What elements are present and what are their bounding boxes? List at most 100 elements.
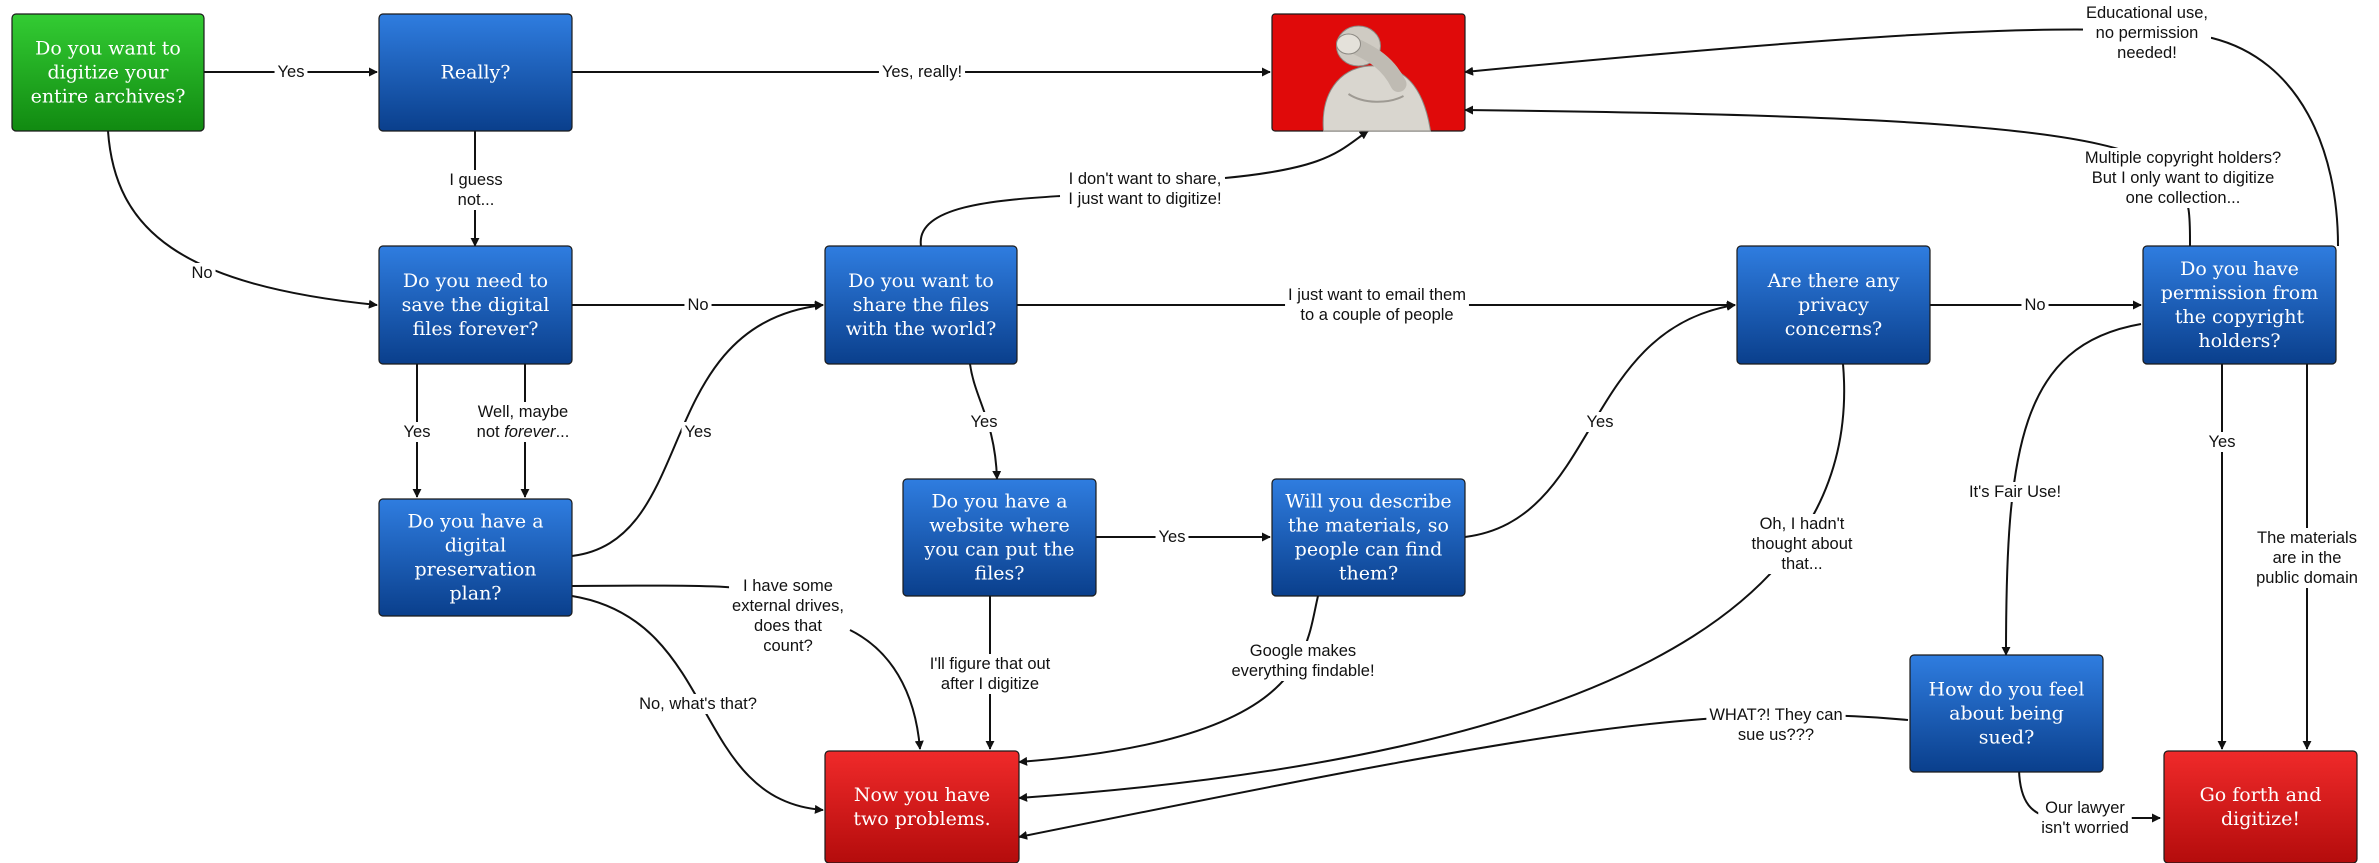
node-text-line: Go forth and <box>2200 784 2322 806</box>
node-text-line: holders? <box>2198 330 2280 352</box>
edge-label-line: isn't worried <box>2041 819 2129 837</box>
edge-label-line: public domain <box>2256 569 2358 587</box>
edge-start-forever <box>107 130 378 309</box>
edge-label-plan-share: Yes <box>681 422 715 442</box>
edge-label-permission-sued: It's Fair Use! <box>1965 482 2065 502</box>
node-text-line: files forever? <box>413 318 539 340</box>
edge-label-line: Yes <box>971 413 998 431</box>
node-text-line: Do you want to <box>35 38 181 60</box>
edge-label-background <box>2205 432 2239 452</box>
edge-label-start-forever: No <box>188 263 216 283</box>
edge-label-really-forever: I guessnot... <box>446 170 506 210</box>
node-text-line: entire archives? <box>31 86 186 108</box>
edge-label-background <box>636 694 760 714</box>
edge-label-line: to a couple of people <box>1300 306 1453 324</box>
edge-label-line: WHAT?! They can <box>1709 706 1842 724</box>
node-text-line: Do you want to <box>848 270 994 292</box>
edge-label-line: one collection... <box>2126 189 2241 207</box>
edge-label-background <box>684 295 712 315</box>
node-box <box>2163 750 2358 863</box>
edge-label-line: Yes <box>2209 433 2236 451</box>
node-text-line: share the files <box>853 294 990 316</box>
node-text-line: digitize! <box>2221 808 2300 830</box>
edge-label-background <box>729 576 847 656</box>
edge-label-line: that... <box>1781 555 1822 573</box>
edge-label-line: Yes <box>278 63 305 81</box>
edge-label-background <box>1706 705 1846 745</box>
edge-label-share-website: Yes <box>967 412 1001 432</box>
edge-label-line: external drives, <box>732 597 844 615</box>
edge-label-background <box>446 170 506 210</box>
edge-label-background <box>1748 514 1856 574</box>
node-text-line: the copyright <box>2175 306 2305 328</box>
node-text-line: concerns? <box>1785 318 1882 340</box>
node-box <box>824 750 1020 863</box>
node-text-line: them? <box>1339 563 1398 585</box>
edge-label-line: Yes <box>404 423 431 441</box>
edge-label-line: thought about <box>1752 535 1853 553</box>
node-text-line: the materials, so <box>1288 515 1449 537</box>
node-box <box>378 13 573 132</box>
edge-label-start-really: Yes <box>274 62 308 82</box>
edge-label-line: Oh, I hadn't <box>1760 515 1845 533</box>
edge-label-line: I don't want to share, <box>1069 170 1222 188</box>
edge-label-line: Google makes <box>1250 642 1356 660</box>
edge-permission-sued <box>2001 323 2142 656</box>
edge-label-background <box>188 263 216 283</box>
edge-label-background <box>2081 148 2285 208</box>
edge-label-background <box>2038 798 2132 838</box>
edge-label-line: I just want to digitize! <box>1068 190 1221 208</box>
node-box <box>11 13 205 132</box>
edge-label-line: I'll figure that out <box>930 655 1051 673</box>
edge-label-line: everything findable! <box>1231 662 1374 680</box>
node-text-line: website where <box>929 515 1070 537</box>
edge-label-background <box>1965 482 2065 502</box>
edge-label-line: No <box>2024 296 2045 314</box>
edge-label-line: No <box>687 296 708 314</box>
edge-label-background <box>1285 285 1469 325</box>
edge-label-background <box>274 62 308 82</box>
edge-label-line: not... <box>458 191 495 209</box>
node-text-line: sued? <box>1979 727 2035 749</box>
edge-label-line: needed! <box>2117 44 2177 62</box>
node-really: Really? <box>378 13 573 132</box>
edge-label-line: Yes <box>1587 413 1614 431</box>
edge-label-background <box>2082 3 2212 63</box>
node-text-line: digitize your <box>48 62 170 84</box>
node-box <box>378 498 573 617</box>
node-text-line: Now you have <box>854 784 990 806</box>
edge-label-line: Our lawyer <box>2045 799 2125 817</box>
node-box <box>1271 478 1466 597</box>
edge-label-forever-plan-yes: Yes <box>400 422 434 442</box>
node-text-line: digital <box>445 535 507 557</box>
node-text-line: Do you need to <box>403 270 548 292</box>
edge-label-line: No, what's that? <box>639 695 757 713</box>
edge-permission-facepalm <box>1464 105 2192 247</box>
facepalm-statue-icon <box>1322 25 1432 132</box>
edge-label-background <box>473 402 573 442</box>
node-box <box>378 245 573 365</box>
node-text-line: Will you describe <box>1285 491 1451 513</box>
edge-label-line: no permission <box>2096 24 2199 42</box>
edge-label-background <box>400 422 434 442</box>
edge-label-website-describe: Yes <box>1155 527 1189 547</box>
edge-label-background <box>1228 641 1378 681</box>
node-text-line: Are there any <box>1767 270 1900 292</box>
edge-label-line: are in the <box>2273 549 2342 567</box>
node-text-line: with the world? <box>846 318 997 340</box>
edge-label-background <box>1065 169 1225 209</box>
edge-label-line: It's Fair Use! <box>1969 483 2061 501</box>
node-box <box>902 478 1097 597</box>
edge-label-really-facepalm: Yes, really! <box>878 62 966 82</box>
edge-label-plan-problems: No, what's that? <box>636 694 760 714</box>
edge-privacy-problems <box>1018 363 1846 802</box>
edge-label-background <box>681 422 715 442</box>
